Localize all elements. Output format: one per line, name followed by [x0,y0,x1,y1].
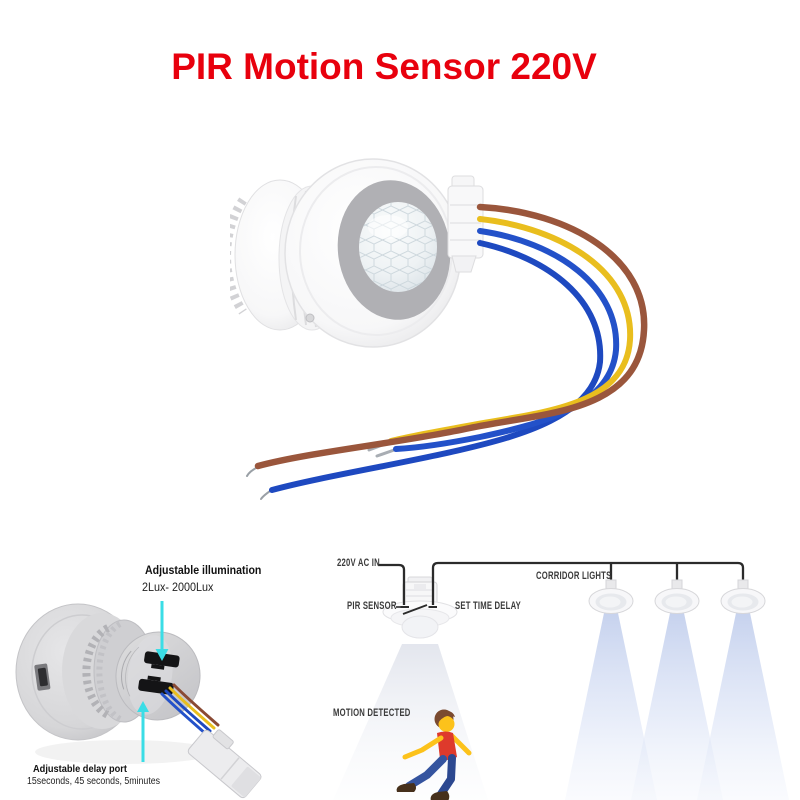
product-photo [230,158,648,500]
delay-callout-options: 15seconds, 45 seconds, 5minutes [27,776,161,787]
circuit-wires [378,561,745,615]
corridor-lights-label: CORRIDOR LIGHTS [536,570,612,582]
switch-symbol [400,604,437,615]
corridor-light-1 [588,579,634,614]
rear-connector [187,729,262,799]
lights-wire [431,561,745,605]
pir-detection-cone [333,644,488,800]
flange-screw [305,313,315,323]
rear-wire-bundle [160,683,220,736]
power-in-label: 220V AC IN [337,557,380,569]
power-wire [378,563,406,605]
wire-connector [447,175,484,273]
wiring-diagram [333,561,789,800]
illumination-callout-label: Adjustable illumination [145,565,262,577]
photo-shadow [35,740,215,764]
page-title: PIR Motion Sensor 220V [171,46,597,87]
delay-callout-label: Adjustable delay port [33,763,127,775]
sensor-wires [246,203,648,500]
light-beam-3 [697,613,789,800]
set-time-delay-label: SET TIME DELAY [455,600,521,612]
illumination-callout-range: 2Lux- 2000Lux [142,580,214,594]
pir-sensor-label: PIR SENSOR [347,600,397,612]
brown-wire [254,203,648,470]
sensor-fresnel-dome [359,202,437,292]
corridor-light-2 [654,579,700,614]
sensor-rear-photo [15,601,262,799]
light-beam-1 [565,613,657,800]
pir-dome [401,615,439,639]
delay-pointer-line [137,701,149,762]
motion-detected-label: MOTION DETECTED [333,707,411,719]
corridor-light-3 [720,579,766,614]
walking-person-icon [396,709,472,800]
light-beam-2 [631,613,723,800]
illumination-pointer-line [155,601,169,661]
